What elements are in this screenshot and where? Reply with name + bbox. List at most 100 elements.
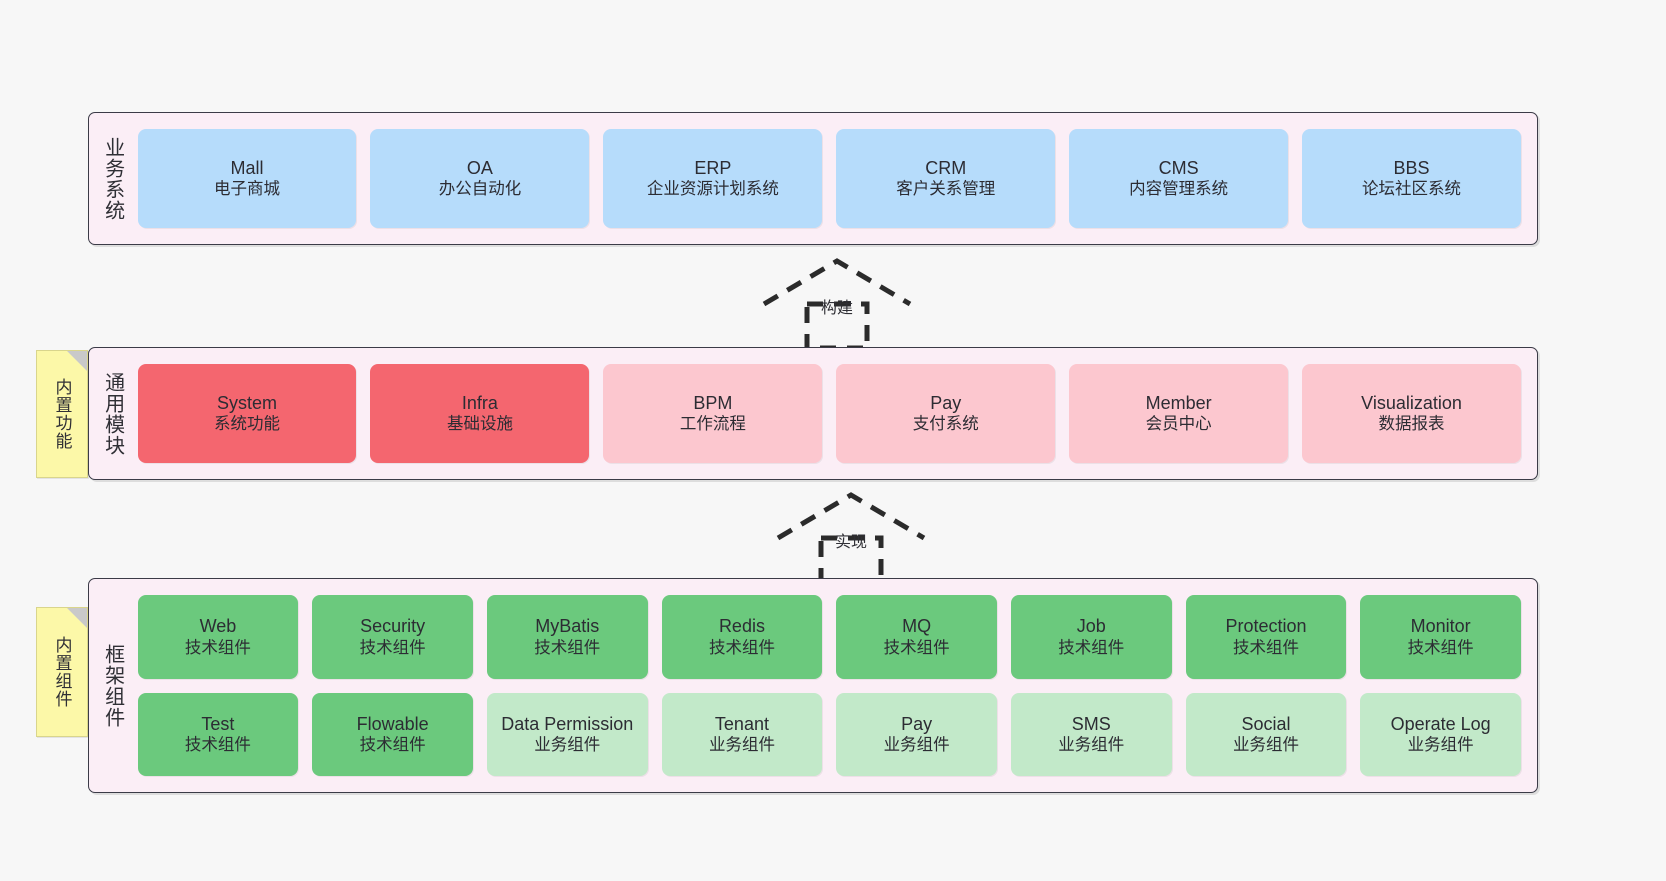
component-card-sms[interactable]: SMS 业务组件 bbox=[1010, 692, 1172, 776]
card-title: BBS bbox=[1393, 158, 1430, 179]
card-subtitle: 业务组件 bbox=[883, 736, 950, 755]
component-card-web[interactable]: Web 技术组件 bbox=[137, 595, 299, 679]
component-card-mq[interactable]: MQ 技术组件 bbox=[836, 595, 997, 679]
module-card-bpm[interactable]: BPM 工作流程 bbox=[603, 364, 823, 463]
component-card-mybatis[interactable]: MyBatis 技术组件 bbox=[486, 595, 648, 679]
system-card-crm[interactable]: CRM 客户关系管理 bbox=[836, 129, 1056, 228]
system-card-cms[interactable]: CMS 内容管理系统 bbox=[1069, 129, 1289, 228]
module-card-member[interactable]: Member 会员中心 bbox=[1069, 364, 1289, 463]
card-subtitle: 论坛社区系统 bbox=[1362, 180, 1462, 199]
component-card-test[interactable]: Test 技术组件 bbox=[137, 692, 299, 776]
module-card-visualization[interactable]: Visualization 数据报表 bbox=[1302, 364, 1521, 463]
layer-common-modules: 通用模块 System 系统功能 Infra 基础设施 BPM 工作流程 Pay… bbox=[88, 347, 1538, 480]
card-subtitle: 会员中心 bbox=[1145, 415, 1212, 434]
page-fold-icon bbox=[67, 351, 87, 371]
card-title: Pay bbox=[901, 713, 933, 734]
card-subtitle: 业务组件 bbox=[1232, 736, 1299, 755]
system-card-mall[interactable]: Mall 电子商城 bbox=[137, 129, 357, 228]
card-title: Infra bbox=[461, 393, 498, 414]
card-subtitle: 系统功能 bbox=[214, 415, 281, 434]
layer-common-modules-title: 通用模块 bbox=[101, 371, 124, 456]
system-card-erp[interactable]: ERP 企业资源计划系统 bbox=[603, 129, 823, 228]
card-title: CMS bbox=[1158, 158, 1199, 179]
card-title: SMS bbox=[1071, 713, 1111, 734]
card-subtitle: 办公自动化 bbox=[438, 180, 522, 199]
page-fold-icon bbox=[67, 608, 87, 628]
component-card-redis[interactable]: Redis 技术组件 bbox=[661, 595, 823, 679]
card-subtitle: 支付系统 bbox=[912, 415, 979, 434]
card-subtitle: 技术组件 bbox=[883, 638, 950, 657]
card-subtitle: 工作流程 bbox=[679, 415, 746, 434]
card-title: Data Permission bbox=[501, 713, 634, 734]
card-subtitle: 技术组件 bbox=[534, 638, 601, 657]
card-title: Security bbox=[360, 616, 426, 637]
layer-business-systems-title: 业务系统 bbox=[101, 136, 124, 221]
card-title: Visualization bbox=[1361, 393, 1462, 414]
component-card-social[interactable]: Social 业务组件 bbox=[1185, 692, 1347, 776]
card-title: Web bbox=[199, 616, 237, 637]
card-subtitle: 业务组件 bbox=[708, 736, 775, 755]
arrow-implement-label: 实现 bbox=[834, 534, 868, 551]
system-card-oa[interactable]: OA 办公自动化 bbox=[370, 129, 590, 228]
layer-business-systems: 业务系统 Mall 电子商城 OA 办公自动化 ERP 企业资源计划系统 CRM… bbox=[88, 112, 1538, 245]
card-subtitle: 技术组件 bbox=[1058, 638, 1125, 657]
module-card-pay[interactable]: Pay 支付系统 bbox=[836, 364, 1056, 463]
layer-common-modules-cells: System 系统功能 Infra 基础设施 BPM 工作流程 Pay 支付系统… bbox=[132, 348, 1537, 479]
component-card-monitor[interactable]: Monitor 技术组件 bbox=[1360, 595, 1521, 679]
card-title: Mall bbox=[230, 158, 264, 179]
card-subtitle: 技术组件 bbox=[1232, 638, 1299, 657]
component-card-job[interactable]: Job 技术组件 bbox=[1010, 595, 1172, 679]
card-title: Redis bbox=[718, 616, 765, 637]
card-subtitle: 客户关系管理 bbox=[896, 180, 996, 199]
card-subtitle: 技术组件 bbox=[359, 736, 426, 755]
card-title: Job bbox=[1076, 616, 1106, 637]
component-card-security[interactable]: Security 技术组件 bbox=[312, 595, 473, 679]
layer-framework-components: 框架组件 Web 技术组件 Security 技术组件 MyBatis 技术组件… bbox=[88, 578, 1538, 793]
card-subtitle: 技术组件 bbox=[708, 638, 775, 657]
card-title: Protection bbox=[1225, 616, 1307, 637]
card-subtitle: 技术组件 bbox=[184, 736, 251, 755]
card-subtitle: 业务组件 bbox=[1058, 736, 1125, 755]
arrow-build-label: 构建 bbox=[820, 300, 854, 317]
card-title: Flowable bbox=[356, 713, 429, 734]
card-title: Pay bbox=[930, 393, 962, 414]
note-builtin-features-text: 内置功能 bbox=[52, 378, 72, 450]
module-card-infra[interactable]: Infra 基础设施 bbox=[370, 364, 590, 463]
card-subtitle: 企业资源计划系统 bbox=[646, 180, 779, 199]
card-title: Member bbox=[1145, 393, 1212, 414]
component-card-tenant[interactable]: Tenant 业务组件 bbox=[661, 692, 823, 776]
component-card-data-permission[interactable]: Data Permission 业务组件 bbox=[486, 692, 648, 776]
card-title: MQ bbox=[902, 616, 932, 637]
card-title: MyBatis bbox=[535, 616, 600, 637]
card-title: BPM bbox=[693, 393, 733, 414]
component-card-operate-log[interactable]: Operate Log 业务组件 bbox=[1360, 692, 1521, 776]
card-title: Tenant bbox=[714, 713, 769, 734]
card-subtitle: 业务组件 bbox=[1407, 736, 1474, 755]
card-title: Operate Log bbox=[1390, 713, 1491, 734]
arrow-build: 构建 bbox=[762, 258, 912, 351]
card-title: System bbox=[217, 393, 278, 414]
card-title: Test bbox=[201, 713, 235, 734]
component-card-pay[interactable]: Pay 业务组件 bbox=[836, 692, 997, 776]
component-card-flowable[interactable]: Flowable 技术组件 bbox=[312, 692, 473, 776]
card-title: Monitor bbox=[1410, 616, 1471, 637]
card-subtitle: 基础设施 bbox=[446, 415, 513, 434]
card-title: CRM bbox=[925, 158, 967, 179]
note-builtin-features: 内置功能 bbox=[36, 350, 88, 478]
card-subtitle: 技术组件 bbox=[184, 638, 251, 657]
system-card-bbs[interactable]: BBS 论坛社区系统 bbox=[1302, 129, 1521, 228]
layer-framework-components-cells: Web 技术组件 Security 技术组件 MyBatis 技术组件 Redi… bbox=[132, 579, 1537, 792]
layer-framework-components-title: 框架组件 bbox=[101, 643, 124, 728]
arrow-implement: 实现 bbox=[776, 492, 926, 585]
card-subtitle: 技术组件 bbox=[1407, 638, 1474, 657]
note-builtin-components: 内置组件 bbox=[36, 607, 88, 737]
card-subtitle: 技术组件 bbox=[359, 638, 426, 657]
card-title: Social bbox=[1241, 713, 1291, 734]
card-title: OA bbox=[466, 158, 493, 179]
card-subtitle: 业务组件 bbox=[534, 736, 601, 755]
component-card-protection[interactable]: Protection 技术组件 bbox=[1185, 595, 1347, 679]
layer-business-systems-cells: Mall 电子商城 OA 办公自动化 ERP 企业资源计划系统 CRM 客户关系… bbox=[132, 113, 1537, 244]
card-subtitle: 电子商城 bbox=[214, 180, 281, 199]
card-title: ERP bbox=[694, 158, 732, 179]
module-card-system[interactable]: System 系统功能 bbox=[137, 364, 357, 463]
